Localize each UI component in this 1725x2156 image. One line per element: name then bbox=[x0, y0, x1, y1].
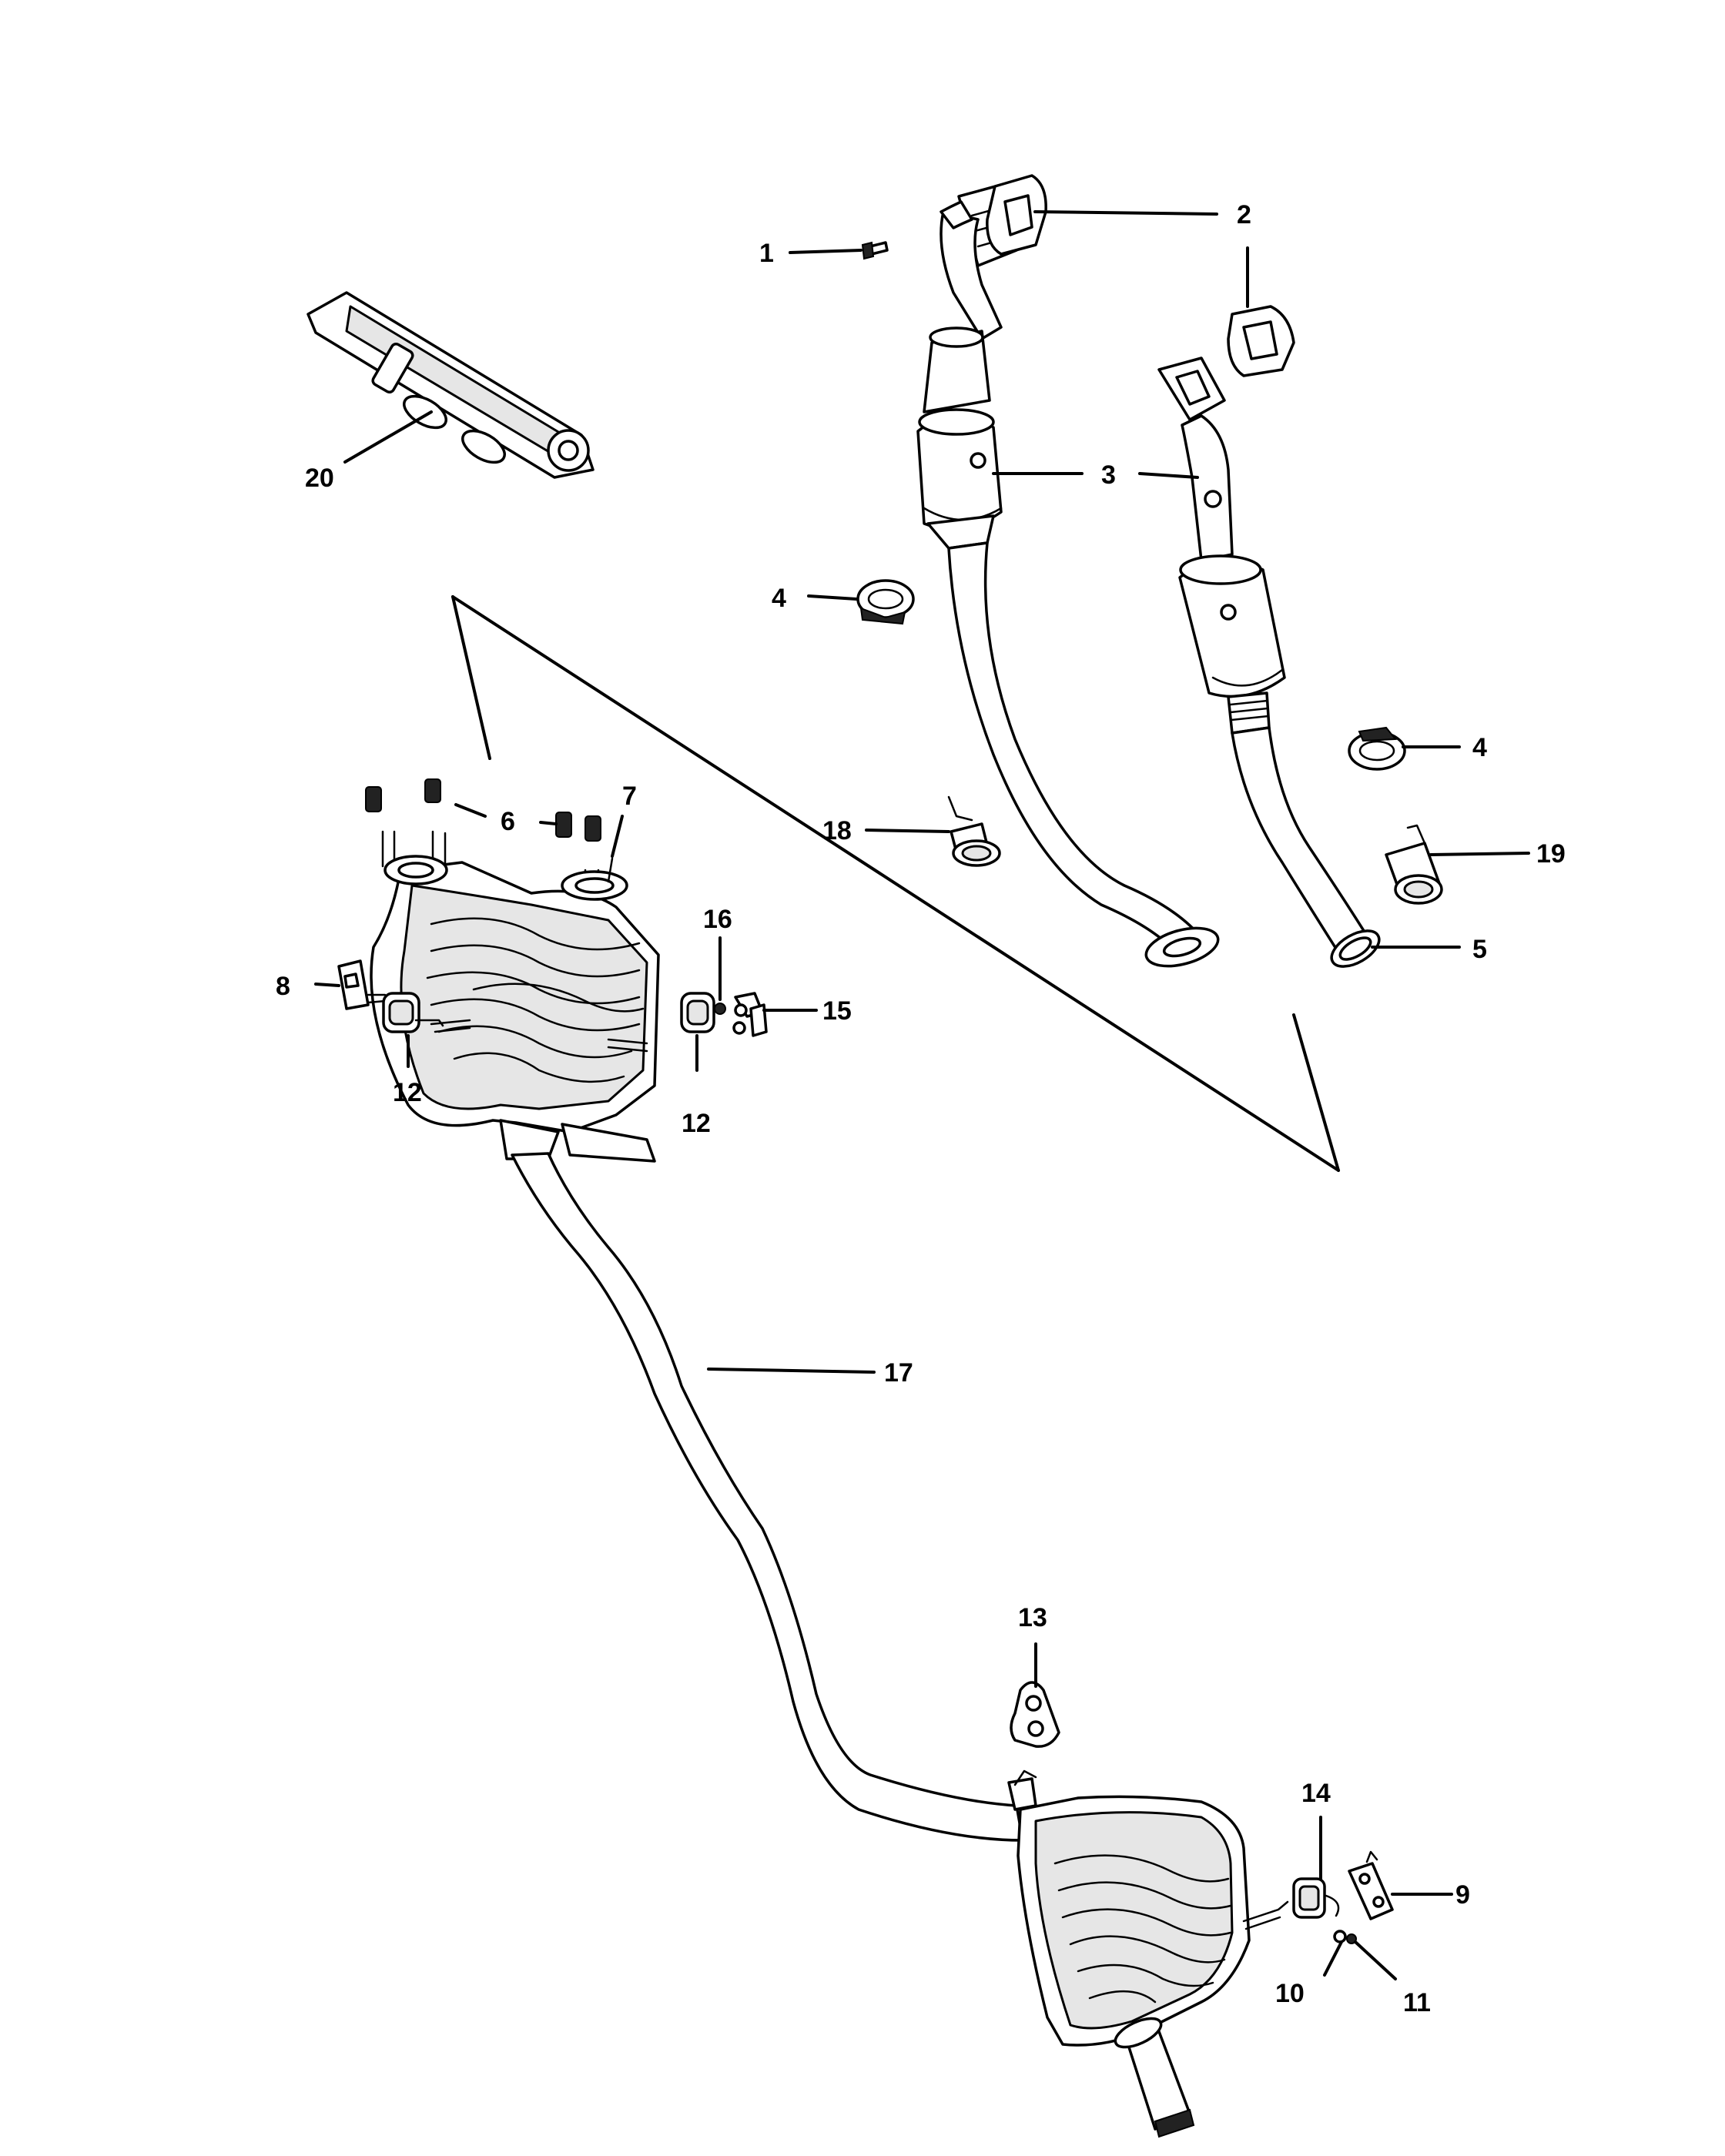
callout-9: 9 bbox=[1455, 1880, 1470, 1910]
callout-11: 11 bbox=[1403, 1988, 1431, 2017]
callout-4: 4 bbox=[1472, 733, 1487, 762]
intermediate-pipe-assembly bbox=[370, 855, 1289, 2138]
callout-3: 3 bbox=[1101, 460, 1116, 490]
callout-17: 17 bbox=[884, 1358, 913, 1388]
isolator-left bbox=[382, 992, 444, 1033]
callout-15: 15 bbox=[822, 996, 852, 1026]
hanger-18 bbox=[947, 795, 1001, 867]
bolt-10 bbox=[1333, 1930, 1347, 1943]
clamp-left bbox=[856, 579, 915, 625]
callout-18: 18 bbox=[822, 816, 852, 845]
clamp-right bbox=[1348, 726, 1406, 771]
nut-11 bbox=[1346, 1933, 1357, 1944]
callout-labels: 1 2 2 3 4 4 5 6 7 8 9 10 11 12 12 13 14 … bbox=[276, 200, 1566, 2017]
gasket-top bbox=[986, 174, 1047, 256]
callout-19: 19 bbox=[1536, 839, 1566, 869]
callout-8: 8 bbox=[276, 972, 290, 1001]
callout-12: 12 bbox=[682, 1109, 711, 1138]
callout-12: 12 bbox=[393, 1078, 422, 1107]
bolt bbox=[861, 241, 889, 260]
callout-4: 4 bbox=[772, 584, 786, 613]
callout-5: 5 bbox=[1472, 935, 1487, 964]
stud-7 bbox=[607, 857, 614, 883]
callout-14: 14 bbox=[1301, 1779, 1331, 1808]
nuts bbox=[365, 778, 601, 842]
callout-10: 10 bbox=[1275, 1979, 1305, 2008]
callout-13: 13 bbox=[1018, 1603, 1047, 1632]
callout-16: 16 bbox=[703, 905, 732, 934]
callout-20: 20 bbox=[305, 464, 334, 493]
crossmember-bracket bbox=[306, 291, 595, 479]
hanger-13 bbox=[1010, 1681, 1060, 1748]
isolator-right bbox=[680, 992, 715, 1033]
front-pipe-right bbox=[1157, 357, 1381, 968]
leader-lines bbox=[314, 210, 1530, 1980]
bracket-8 bbox=[337, 959, 387, 1010]
bolt-16 bbox=[714, 1003, 726, 1015]
group-outline bbox=[451, 595, 1340, 1172]
callout-1: 1 bbox=[759, 239, 774, 268]
callout-7: 7 bbox=[622, 782, 637, 811]
gasket-right bbox=[1227, 305, 1295, 377]
hanger-19 bbox=[1385, 824, 1443, 905]
isolator-14 bbox=[1292, 1877, 1340, 1919]
bracket-15 bbox=[732, 992, 768, 1037]
callout-6: 6 bbox=[501, 807, 515, 836]
callout-2: 2 bbox=[1237, 200, 1251, 229]
bracket-9 bbox=[1348, 1850, 1394, 1920]
